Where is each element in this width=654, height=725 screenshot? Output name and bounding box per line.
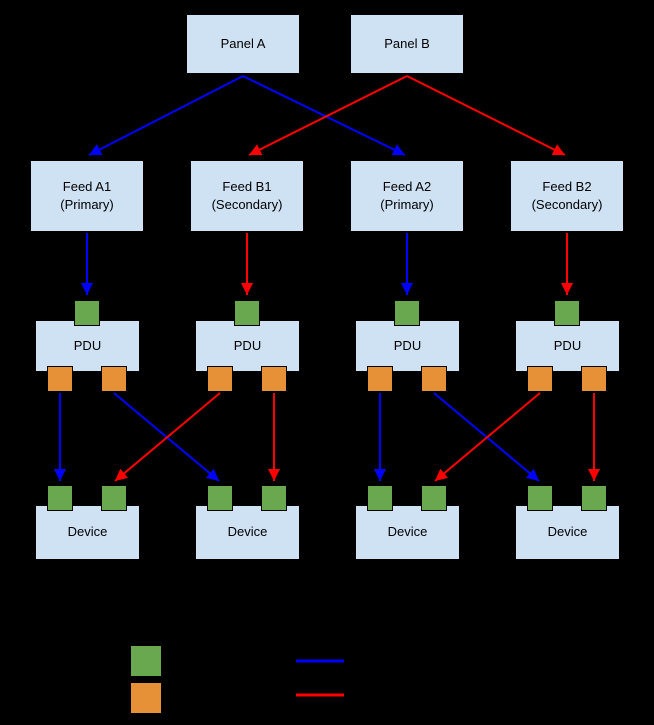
pdu-3-node: PDU — [355, 320, 460, 372]
feed-b1-sublabel: (Secondary) — [211, 197, 283, 212]
feed-a2-label: Feed A2 — [382, 178, 432, 194]
feed-a2-node: Feed A2 (Primary) — [350, 160, 464, 232]
feed-b2-label: Feed B2 — [542, 178, 592, 194]
pdu-1-input-port — [74, 300, 100, 326]
pdu-4-label: PDU — [553, 337, 582, 353]
device-2-label: Device — [227, 524, 268, 540]
device-1-input-port-right — [101, 485, 127, 511]
legend-output-port-swatch — [130, 682, 162, 714]
feed-b1-label: Feed B1 — [222, 178, 272, 194]
pdu-4-output-port-right — [581, 366, 607, 392]
panel-a-label: Panel A — [220, 35, 266, 51]
device-4-input-port-right — [581, 485, 607, 511]
arrow-panel-a-to-feed-a2 — [242, 75, 406, 156]
pdu-4-node: PDU — [515, 320, 620, 372]
feed-a1-node: Feed A1 (Primary) — [30, 160, 144, 232]
feed-a2-sublabel: (Primary) — [380, 197, 434, 212]
pdu-1-node: PDU — [35, 320, 140, 372]
pdu-1-output-port-right — [101, 366, 127, 392]
feed-b1-node: Feed B1 (Secondary) — [190, 160, 304, 232]
device-3-input-port-right — [421, 485, 447, 511]
pdu-2-output-port-left — [207, 366, 233, 392]
arrow-pdu4-to-device3 — [434, 392, 541, 482]
feed-b2-node: Feed B2 (Secondary) — [510, 160, 624, 232]
device-4-input-port-left — [527, 485, 553, 511]
device-1-label: Device — [67, 524, 108, 540]
device-4-node: Device — [515, 505, 620, 560]
pdu-1-label: PDU — [73, 337, 102, 353]
arrow-panel-a-to-feed-a1 — [88, 75, 244, 156]
pdu-2-label: PDU — [233, 337, 262, 353]
device-2-input-port-right — [261, 485, 287, 511]
pdu-3-label: PDU — [393, 337, 422, 353]
arrow-panel-b-to-feed-b2 — [406, 75, 566, 156]
arrow-panel-b-to-feed-b1 — [248, 75, 408, 156]
pdu-4-output-port-left — [527, 366, 553, 392]
legend-input-port-swatch — [130, 645, 162, 677]
device-4-label: Device — [547, 524, 588, 540]
feed-a1-label: Feed A1 — [62, 178, 112, 194]
pdu-2-node: PDU — [195, 320, 300, 372]
pdu-1-output-port-left — [47, 366, 73, 392]
device-1-node: Device — [35, 505, 140, 560]
device-3-node: Device — [355, 505, 460, 560]
feed-a1-sublabel: (Primary) — [60, 197, 114, 212]
feed-b2-sublabel: (Secondary) — [531, 197, 603, 212]
pdu-3-output-port-right — [421, 366, 447, 392]
panel-b-label: Panel B — [384, 35, 430, 51]
pdu-3-input-port — [394, 300, 420, 326]
device-2-node: Device — [195, 505, 300, 560]
device-2-input-port-left — [207, 485, 233, 511]
pdu-3-output-port-left — [367, 366, 393, 392]
pdu-2-input-port — [234, 300, 260, 326]
pdu-4-input-port — [554, 300, 580, 326]
device-3-input-port-left — [367, 485, 393, 511]
pdu-2-output-port-right — [261, 366, 287, 392]
arrow-pdu2-to-device1 — [114, 392, 221, 482]
device-1-input-port-left — [47, 485, 73, 511]
panel-a-node: Panel A — [186, 14, 300, 74]
panel-b-node: Panel B — [350, 14, 464, 74]
device-3-label: Device — [387, 524, 428, 540]
